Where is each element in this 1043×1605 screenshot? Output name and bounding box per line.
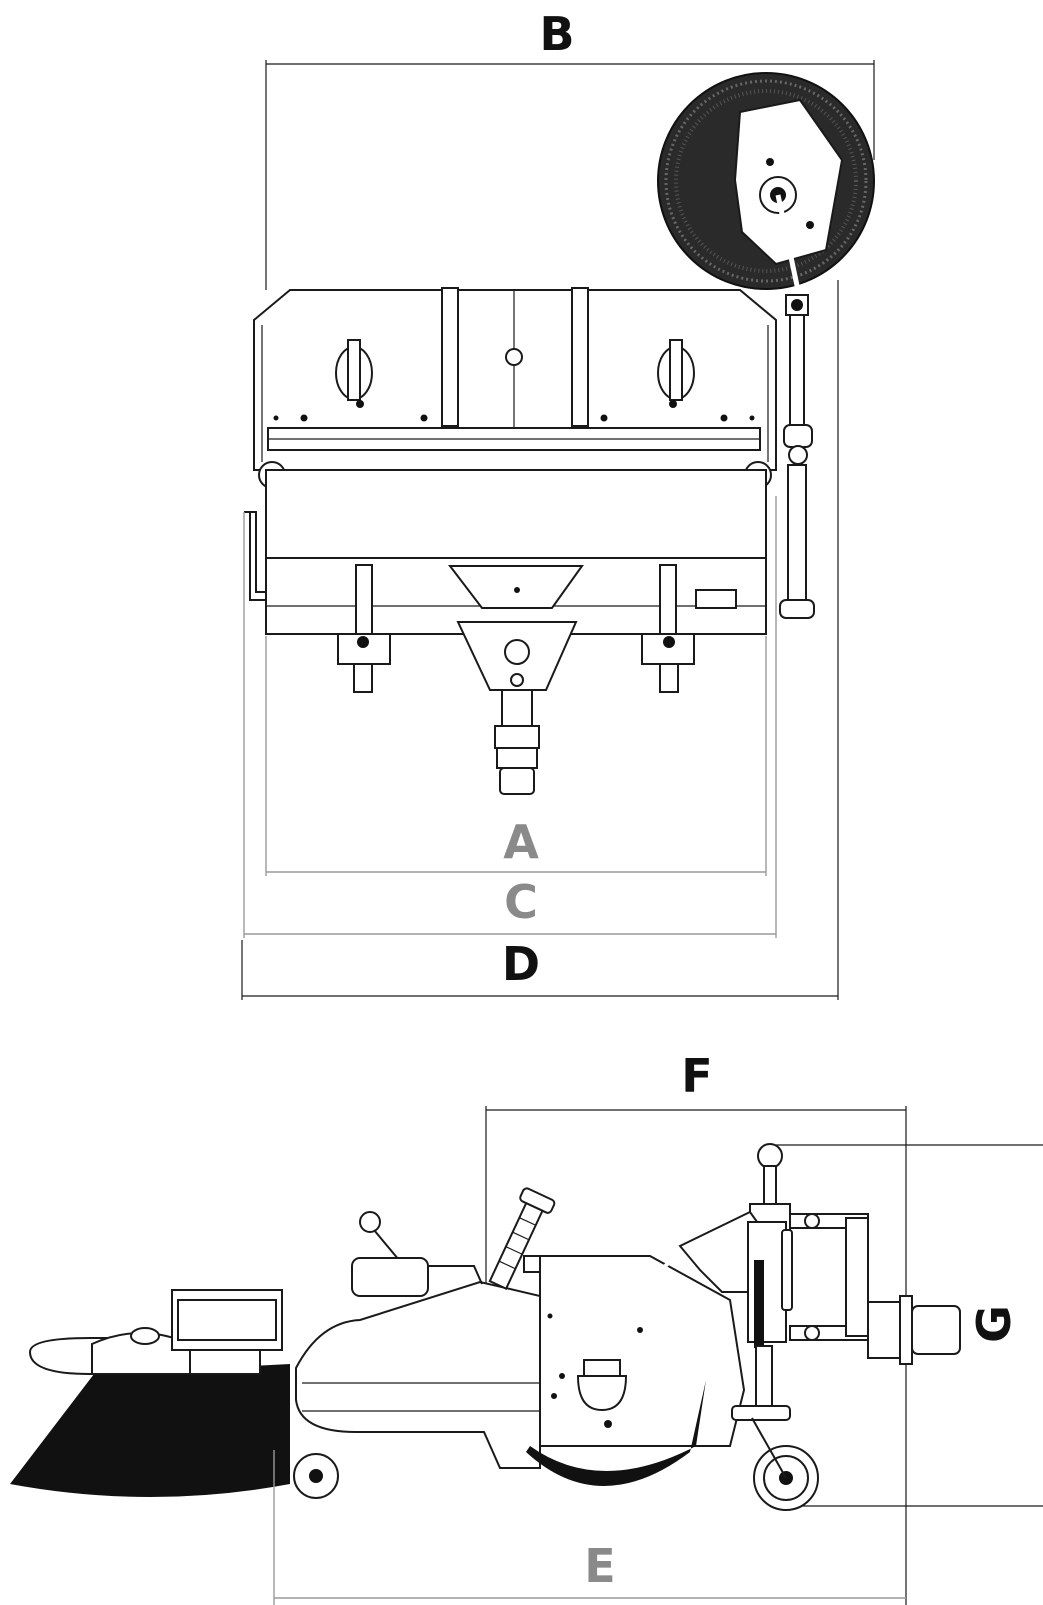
dimension-c: C [243, 496, 777, 938]
dimension-label-f: F [681, 1049, 712, 1103]
dimension-a: A [265, 636, 767, 876]
brush-housing-side [526, 1250, 746, 1486]
hopper-body-side [293, 1187, 556, 1499]
dimension-label-a: A [503, 815, 539, 869]
hopper-body-top [253, 287, 777, 489]
lift-arm-top [779, 294, 815, 619]
dimension-e: E [273, 1450, 906, 1605]
dimension-f: F [485, 1049, 907, 1605]
dimension-label-b: B [539, 7, 574, 61]
side-brush-top [657, 72, 875, 306]
dimension-label-d: D [502, 937, 540, 991]
side-brush-side [10, 1289, 290, 1497]
dimension-label-e: E [584, 1539, 615, 1593]
side-view: F G [10, 1049, 1043, 1605]
top-view: B [241, 7, 875, 1000]
dimension-b: B [265, 7, 875, 290]
dimension-g: G [770, 1144, 1043, 1507]
main-frame-top [244, 469, 767, 795]
dimension-label-g: G [967, 1305, 1021, 1343]
hitch-mast-side [678, 1143, 961, 1511]
dimension-label-c: C [504, 875, 538, 929]
dimension-d: D [241, 280, 839, 1000]
